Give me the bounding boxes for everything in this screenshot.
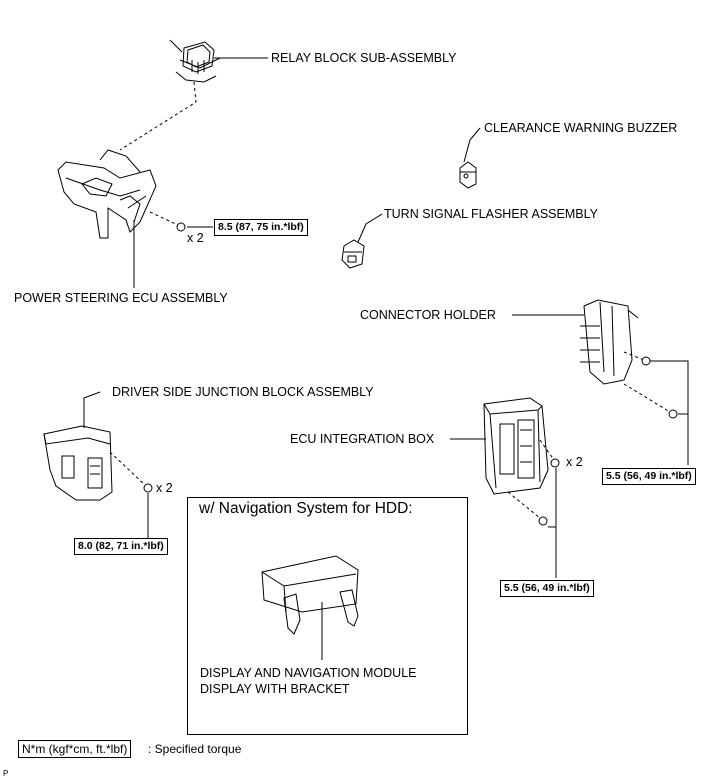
- ecu-box-bolt-count: x 2: [566, 455, 583, 469]
- relay-block-part: [169, 39, 221, 83]
- figure-code: P: [3, 769, 9, 778]
- turn-signal-label: TURN SIGNAL FLASHER ASSEMBLY: [384, 207, 598, 221]
- connector-holder-part: [580, 299, 639, 385]
- connector-holder-label: CONNECTOR HOLDER: [360, 308, 496, 322]
- connector-holder-torque-spec: 5.5 (56, 49 in.*lbf): [602, 468, 696, 485]
- torque-legend-text: : Specified torque: [148, 742, 242, 756]
- junction-block-torque-spec: 8.0 (82, 71 in.*lbf): [74, 538, 168, 555]
- display-nav-label-line1: DISPLAY AND NAVIGATION MODULE: [200, 666, 417, 680]
- relay-block-label: RELAY BLOCK SUB-ASSEMBLY: [271, 51, 457, 65]
- display-nav-label-line2: DISPLAY WITH BRACKET: [200, 682, 350, 696]
- torque-legend-key: N*m (kgf*cm, ft.*lbf): [18, 740, 132, 758]
- power-steering-bolt-count: x 2: [187, 231, 204, 245]
- ecu-integration-box-label: ECU INTEGRATION BOX: [290, 432, 435, 446]
- power-steering-ecu-label: POWER STEERING ECU ASSEMBLY: [14, 291, 228, 305]
- turn-signal-flasher-part: [341, 239, 365, 269]
- power-steering-torque-spec: 8.5 (87, 75 in.*lbf): [214, 219, 308, 236]
- ecu-box-torque-spec: 5.5 (56, 49 in.*lbf): [500, 580, 594, 597]
- clearance-buzzer-part: [459, 161, 477, 189]
- driver-junction-block-part: [43, 425, 113, 501]
- junction-block-bolt-count: x 2: [156, 481, 173, 495]
- clearance-buzzer-label: CLEARANCE WARNING BUZZER: [484, 121, 678, 135]
- display-nav-module-part: [261, 555, 359, 635]
- power-steering-ecu-part: [57, 149, 157, 239]
- navigation-system-panel: [187, 497, 468, 735]
- navigation-panel-title: w/ Navigation System for HDD:: [199, 500, 413, 517]
- driver-junction-block-label: DRIVER SIDE JUNCTION BLOCK ASSEMBLY: [112, 385, 374, 399]
- ecu-integration-box-part: [483, 397, 549, 495]
